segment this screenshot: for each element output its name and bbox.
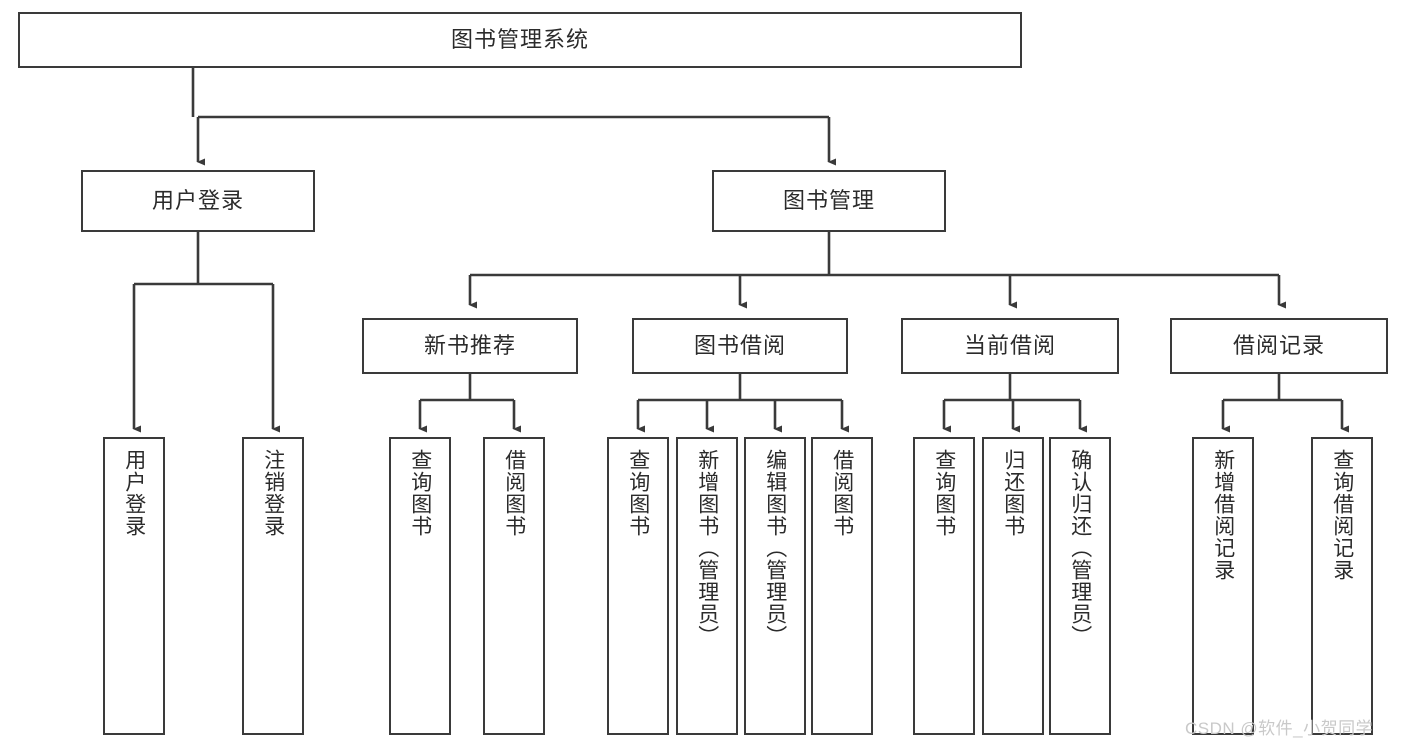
node-leaf-user-login-label: 用户登录 <box>122 449 146 537</box>
node-leaf-borrow-query-book[interactable]: 查询图书 <box>607 437 669 735</box>
node-book-management-label: 图书管理 <box>782 187 875 213</box>
node-new-book-recommend-label: 新书推荐 <box>423 332 516 358</box>
node-book-management[interactable]: 图书管理 <box>712 170 946 232</box>
node-leaf-logout-label: 注销登录 <box>261 449 285 537</box>
node-user-login[interactable]: 用户登录 <box>81 170 315 232</box>
node-book-borrow[interactable]: 图书借阅 <box>632 318 848 374</box>
node-user-login-label: 用户登录 <box>151 187 244 213</box>
node-borrow-record[interactable]: 借阅记录 <box>1170 318 1388 374</box>
node-leaf-borrow-add-book-label: 新增图书（管理员） <box>695 449 719 647</box>
node-leaf-current-confirm-return-label: 确认归还（管理员） <box>1068 449 1092 647</box>
node-book-borrow-label: 图书借阅 <box>693 332 786 358</box>
node-leaf-user-login[interactable]: 用户登录 <box>103 437 165 735</box>
node-leaf-newbook-borrow-book-label: 借阅图书 <box>502 449 526 537</box>
node-leaf-newbook-query-book[interactable]: 查询图书 <box>389 437 451 735</box>
node-current-borrow[interactable]: 当前借阅 <box>901 318 1119 374</box>
node-new-book-recommend[interactable]: 新书推荐 <box>362 318 578 374</box>
node-leaf-logout[interactable]: 注销登录 <box>242 437 304 735</box>
node-leaf-newbook-borrow-book[interactable]: 借阅图书 <box>483 437 545 735</box>
node-leaf-current-query-book-label: 查询图书 <box>932 449 956 537</box>
node-leaf-borrow-borrow-book[interactable]: 借阅图书 <box>811 437 873 735</box>
node-current-borrow-label: 当前借阅 <box>963 332 1056 358</box>
node-leaf-newbook-query-book-label: 查询图书 <box>408 449 432 537</box>
node-leaf-borrow-query-book-label: 查询图书 <box>626 449 650 537</box>
node-borrow-record-label: 借阅记录 <box>1232 332 1325 358</box>
node-root[interactable]: 图书管理系统 <box>18 12 1022 68</box>
node-root-label: 图书管理系统 <box>450 26 589 52</box>
node-leaf-borrow-edit-book[interactable]: 编辑图书（管理员） <box>744 437 806 735</box>
node-leaf-borrow-edit-book-label: 编辑图书（管理员） <box>763 449 787 647</box>
node-leaf-current-confirm-return[interactable]: 确认归还（管理员） <box>1049 437 1111 735</box>
node-leaf-record-add[interactable]: 新增借阅记录 <box>1192 437 1254 735</box>
node-leaf-current-query-book[interactable]: 查询图书 <box>913 437 975 735</box>
node-leaf-record-add-label: 新增借阅记录 <box>1211 449 1235 581</box>
node-leaf-record-query-label: 查询借阅记录 <box>1330 449 1354 581</box>
node-leaf-borrow-borrow-book-label: 借阅图书 <box>830 449 854 537</box>
node-leaf-borrow-add-book[interactable]: 新增图书（管理员） <box>676 437 738 735</box>
node-leaf-record-query[interactable]: 查询借阅记录 <box>1311 437 1373 735</box>
node-leaf-current-return-book[interactable]: 归还图书 <box>982 437 1044 735</box>
node-leaf-current-return-book-label: 归还图书 <box>1001 449 1025 537</box>
